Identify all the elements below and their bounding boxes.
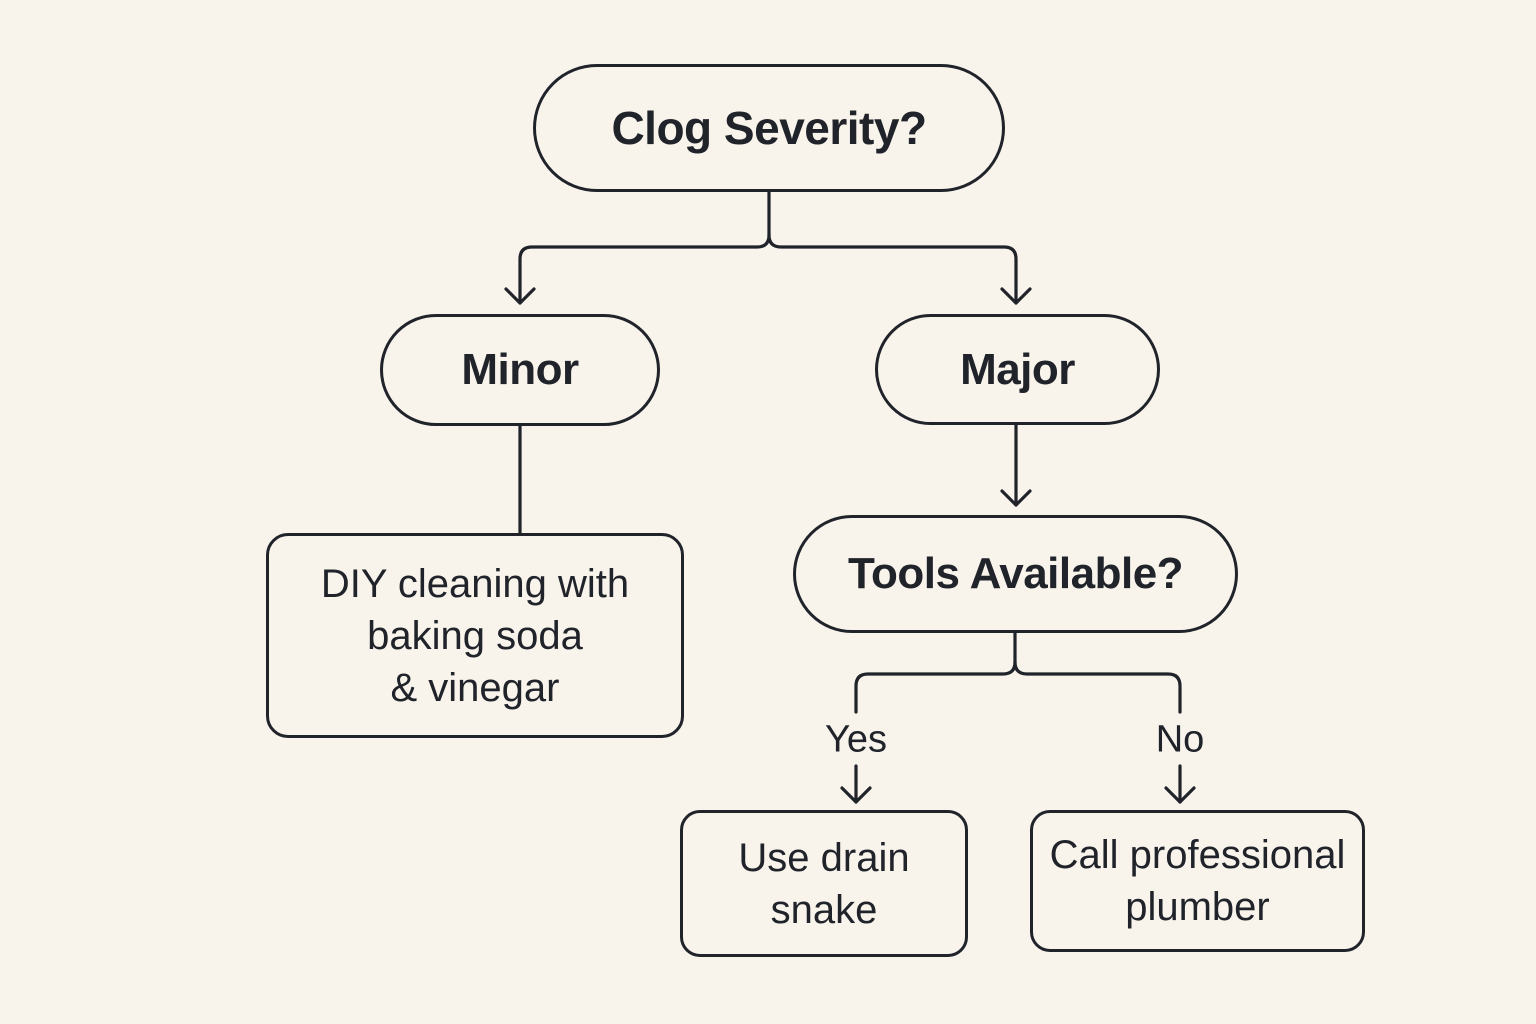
arrowhead-major-icon bbox=[1000, 287, 1032, 305]
node-minor: Minor bbox=[380, 314, 660, 426]
node-use-drain-snake-line1: Use drain bbox=[738, 835, 910, 880]
node-diy-cleaning-line3: & vinegar bbox=[390, 665, 560, 710]
node-call-plumber: Call professional plumber bbox=[1030, 810, 1365, 952]
node-use-drain-snake-line2: snake bbox=[770, 887, 878, 932]
node-major-label: Major bbox=[960, 344, 1075, 394]
node-major: Major bbox=[875, 314, 1160, 425]
edge-tools-no bbox=[1013, 660, 1182, 714]
edge-tools-yes bbox=[854, 660, 1017, 714]
edge-root-minor bbox=[518, 233, 771, 305]
node-tools-available: Tools Available? bbox=[793, 515, 1238, 633]
node-minor-label: Minor bbox=[461, 345, 579, 394]
edge-label-no: No bbox=[1155, 718, 1205, 761]
arrowhead-tools-icon bbox=[1000, 489, 1032, 507]
node-tools-available-label: Tools Available? bbox=[847, 549, 1184, 598]
node-diy-cleaning-line1: DIY cleaning with bbox=[320, 561, 630, 606]
node-call-plumber-line1: Call professional bbox=[1049, 833, 1346, 877]
node-clog-severity: Clog Severity? bbox=[533, 64, 1005, 192]
node-diy-cleaning-line2: baking soda bbox=[367, 613, 583, 658]
node-diy-cleaning: DIY cleaning with baking soda & vinegar bbox=[266, 533, 684, 738]
node-call-plumber-line2: plumber bbox=[1125, 885, 1270, 929]
node-use-drain-snake: Use drain snake bbox=[680, 810, 968, 957]
edge-label-yes: Yes bbox=[825, 718, 887, 761]
node-clog-severity-label: Clog Severity? bbox=[611, 102, 927, 154]
edge-root-major bbox=[767, 233, 1018, 305]
arrowhead-snake-icon bbox=[840, 786, 872, 804]
arrowhead-plumber-icon bbox=[1164, 786, 1196, 804]
arrowhead-minor-icon bbox=[504, 287, 536, 305]
